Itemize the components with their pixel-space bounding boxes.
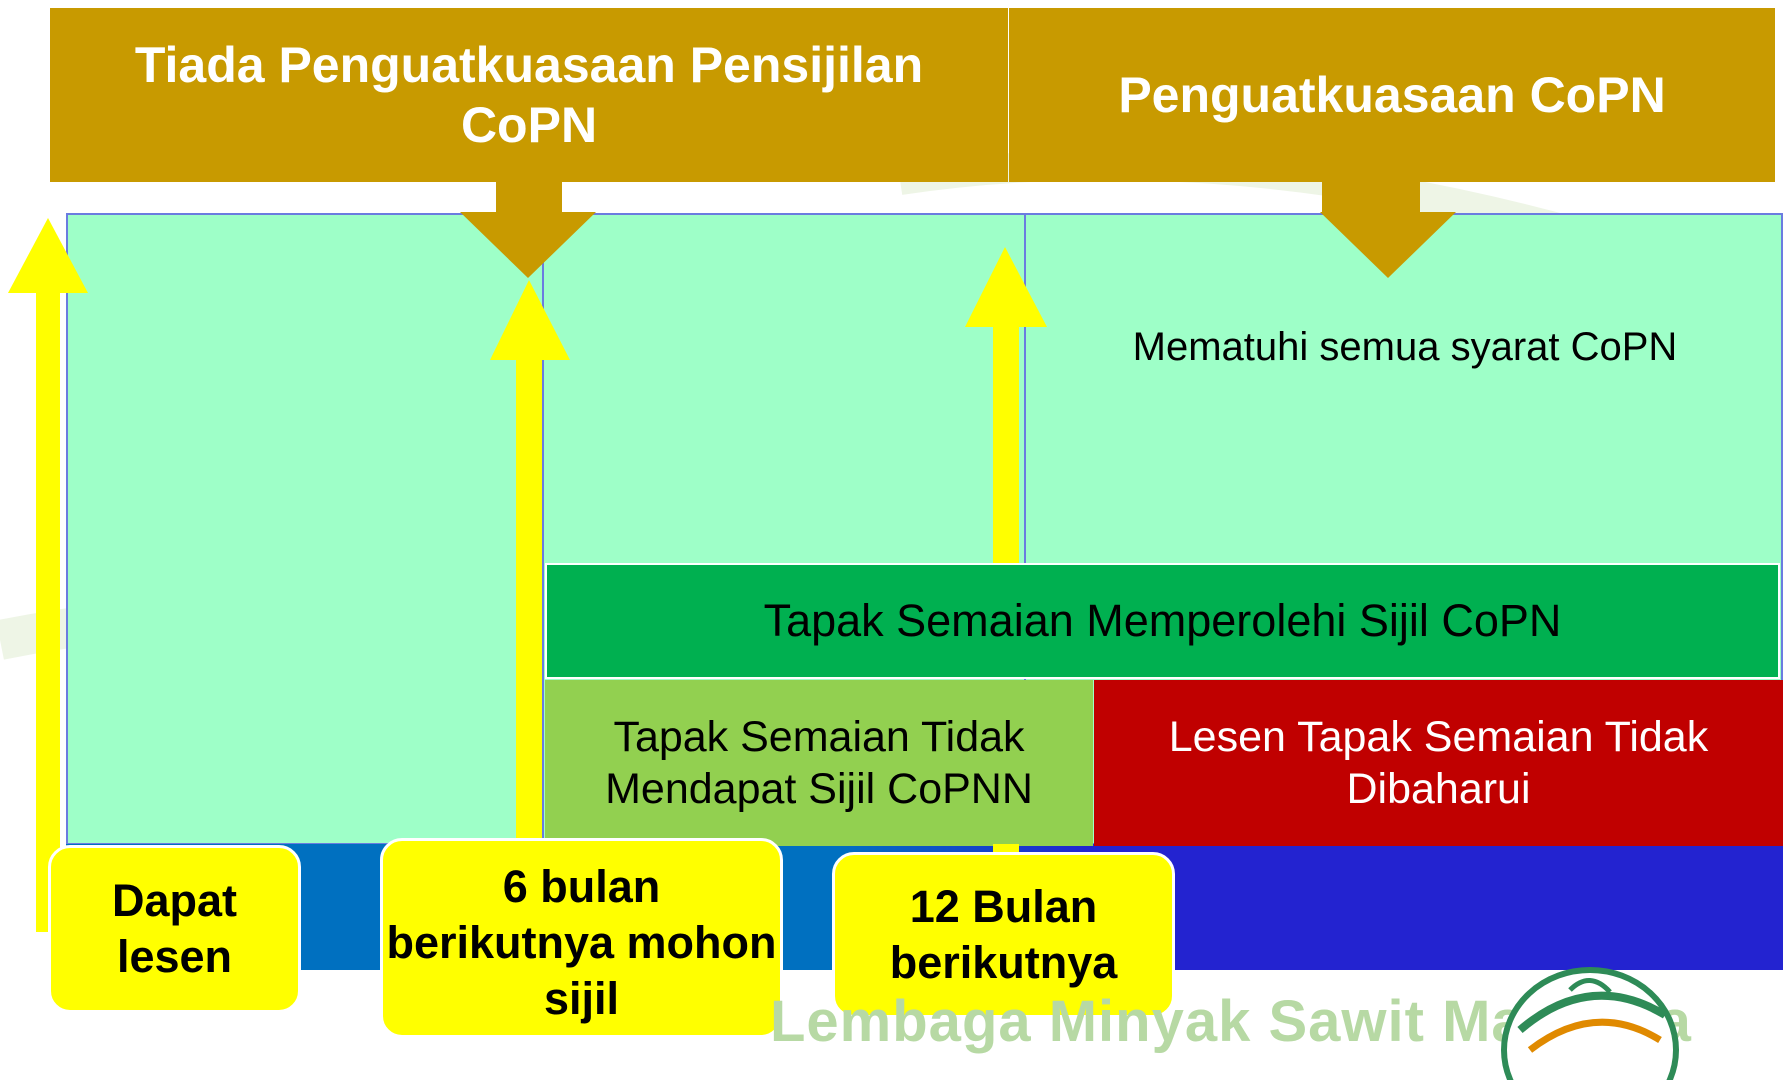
compliance-text: Mematuhi semua syarat CoPN: [1132, 325, 1678, 369]
status-license-not-renewed: Lesen Tapak Semaian Tidak Dibaharui: [1094, 680, 1783, 846]
milestone-label: 12 Bulan berikutnya: [889, 881, 1118, 988]
header-pointer-left-icon: [460, 182, 596, 278]
header-no-enforcement: Tiada Penguatkuasaan Pensijilan CoPN: [50, 8, 1008, 182]
status-certificate-obtained: Tapak Semaian Memperolehi Sijil CoPN: [545, 563, 1780, 679]
up-arrow-6-bulan-icon: [490, 280, 570, 843]
header-right-title: Penguatkuasaan CoPN: [1118, 67, 1666, 123]
milestone-6-bulan: 6 bulan berikutnya mohon sijil: [380, 838, 783, 1038]
milestone-12-bulan: 12 Bulan berikutnya: [832, 852, 1175, 1018]
header-enforcement: Penguatkuasaan CoPN: [1009, 8, 1775, 182]
phase-panel-initial: [66, 213, 544, 845]
up-arrow-12-bulan-icon: [965, 247, 1047, 856]
status-certificate-not-obtained: Tapak Semaian Tidak Mendapat Sijil CoPNN: [545, 680, 1093, 846]
milestone-label: 6 bulan berikutnya mohon sijil: [386, 861, 777, 1024]
milestone-dapat-lesen: Dapat lesen: [48, 845, 301, 1013]
palm-oil-board-logo: [1501, 967, 1679, 1080]
up-arrow-dapat-lesen-icon: [8, 218, 88, 932]
header-left-title: Tiada Penguatkuasaan Pensijilan CoPN: [134, 37, 924, 153]
milestone-label: Dapat lesen: [111, 875, 238, 982]
header-pointer-right-icon: [1320, 182, 1456, 278]
arrows-layer: [8, 182, 1456, 932]
